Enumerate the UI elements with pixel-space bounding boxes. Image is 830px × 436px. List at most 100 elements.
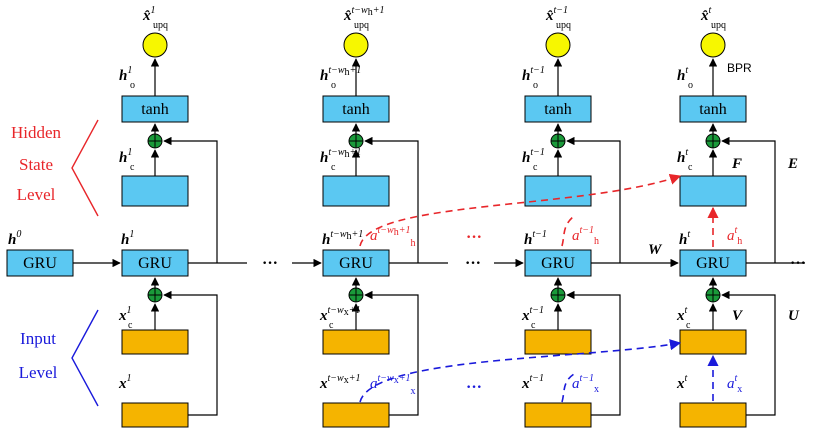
xhat-base: x̂: [142, 8, 151, 24]
gru-initial-label: GRU: [23, 255, 57, 272]
hc-sup-sub: h: [345, 149, 350, 160]
xc-sup-sub: x: [344, 307, 349, 318]
x-base: x: [676, 376, 685, 392]
input-attention-label: at−1x: [572, 373, 599, 395]
hc-sub: c: [331, 162, 336, 173]
hidden-attention-arc-col2: [359, 173, 682, 247]
hidden-attention-label: at−1h: [572, 225, 599, 247]
x-to-sum-lower-arrow: [364, 290, 419, 416]
sum-plus-lower: [706, 288, 720, 302]
V-label: V: [732, 308, 744, 324]
x-to-sum-lower-arrow: [721, 290, 776, 416]
x-base: x: [521, 376, 530, 392]
ah-sup: t−w: [378, 225, 395, 236]
ah-base: a: [727, 228, 735, 244]
x-box: [322, 402, 390, 428]
h-label: ht−1: [524, 229, 547, 248]
E-label: E: [787, 156, 798, 172]
ho-sup-tail: +1: [350, 65, 362, 76]
ho-base: h: [677, 68, 685, 84]
hc-base: h: [677, 150, 685, 166]
xhat-sub: upq: [556, 20, 571, 31]
bpr-label: BPR: [727, 61, 752, 75]
ax-base: a: [370, 376, 378, 392]
output-node: [142, 32, 168, 58]
tanh-box: [524, 95, 592, 123]
hc-sup: t: [685, 147, 688, 158]
x-sup: t: [685, 373, 688, 384]
tanh-box: [121, 95, 189, 123]
h-base: h: [679, 232, 687, 248]
ho-sup: t: [685, 65, 688, 76]
x-base: x: [319, 376, 328, 392]
x-to-sum-lower-arrow: [163, 290, 218, 416]
hc-base: h: [522, 150, 530, 166]
input-bracket: [71, 309, 99, 407]
W-label: W: [648, 242, 663, 258]
xhat-sup: t: [709, 5, 712, 16]
hc-sup: t−w: [328, 147, 345, 158]
x-label: xt: [676, 373, 688, 392]
xc-sub: c: [686, 320, 691, 331]
xc-sub: c: [531, 320, 536, 331]
xhat-label: x̂1: [142, 5, 156, 24]
xhat-sup: t−1: [554, 5, 569, 16]
column-2: x̂t−wh+1upqht−wh+1otanhht−wh+1cht−wh+1GR…: [319, 5, 448, 428]
hidden-attention-stub-col3: [561, 215, 575, 247]
hc-label: h1: [119, 147, 132, 166]
ah-sup-tail: +1: [399, 225, 411, 236]
xc-base: x: [521, 308, 530, 324]
h-base: h: [524, 232, 532, 248]
F-label: F: [731, 156, 742, 172]
h-sup-sub: h: [347, 231, 352, 242]
hidden-dots: ···: [466, 229, 482, 246]
ho-label: ht−wh+1: [320, 65, 361, 84]
ah-sub: h: [410, 238, 415, 249]
output-node: [545, 32, 571, 58]
hc-label: ht−1: [522, 147, 545, 166]
sum-plus-lower: [349, 288, 363, 302]
ah-sub: h: [594, 236, 599, 247]
ho-sup: t−1: [530, 65, 545, 76]
xhat-sup: 1: [151, 5, 156, 16]
tanh-box: [322, 95, 390, 123]
input-level-label: Input Level: [19, 309, 99, 407]
ax-base: a: [727, 376, 735, 392]
x-sup-tail: +1: [349, 373, 361, 384]
x-label: xt−wx+1: [319, 373, 360, 392]
x-sup: 1: [127, 373, 132, 384]
xhat-base: x̂: [700, 8, 709, 24]
ah-sup: t: [735, 225, 738, 236]
ho-label: h1: [119, 65, 132, 84]
gru-label: GRU: [339, 255, 373, 272]
dots-after-col2: ···: [465, 255, 481, 272]
h-sup: t−1: [532, 229, 547, 240]
gru-box: [524, 249, 592, 277]
xc-label: xt−1: [521, 305, 544, 324]
ax-sup: t: [735, 373, 738, 384]
gru-label: GRU: [138, 255, 172, 272]
h-sup-tail: +1: [352, 229, 364, 240]
output-node: [700, 32, 726, 58]
hc-label: ht−wh+1: [320, 147, 361, 166]
gru-to-sum-upper-arrow: [163, 136, 218, 263]
x-sup: t−1: [530, 373, 545, 384]
xhat-sub: upq: [711, 20, 726, 31]
xhat-sup: t−w: [352, 5, 369, 16]
xc-sup: t−w: [328, 305, 345, 316]
input-attention-label: at−wx+1x: [370, 373, 415, 397]
hidden-attention-label: ath: [727, 225, 742, 247]
initial-gru: h0 GRU: [6, 229, 121, 277]
output-node: [343, 32, 369, 58]
dots-after-col4: ···: [790, 255, 806, 272]
xhat-label: x̂t: [700, 5, 712, 24]
sum-plus-upper: [349, 134, 363, 148]
gru-to-sum-upper-arrow: [364, 136, 419, 263]
x-label: xt−1: [521, 373, 544, 392]
ax-sup-sub: x: [394, 375, 399, 386]
tanh-label: tanh: [141, 101, 169, 118]
xhat-base: x̂: [545, 8, 554, 24]
xc-label: xt−wx+1: [319, 305, 360, 324]
